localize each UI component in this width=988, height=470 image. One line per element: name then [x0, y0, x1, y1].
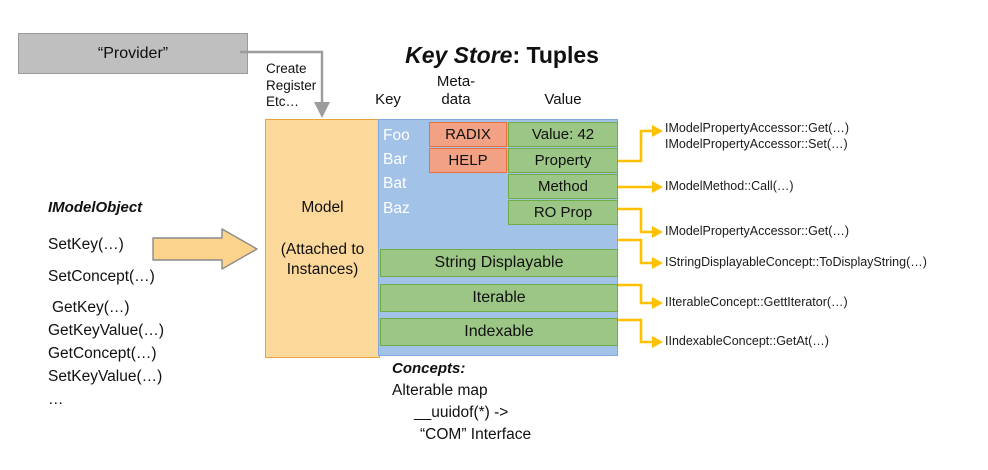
imodelobject-method: SetConcept(…): [48, 268, 155, 285]
concept-bar: Iterable: [380, 284, 618, 312]
imodelobject-method: GetKeyValue(…): [48, 322, 165, 339]
page-title-rest: : Tuples: [512, 42, 599, 68]
page-title-emphasis: Key Store: [405, 42, 513, 68]
annotation-text: IIndexableConcept::GetAt(…): [665, 334, 829, 348]
annotation-connector-arrow: [618, 318, 663, 348]
annotation-text: IModelMethod::Call(…): [665, 179, 794, 193]
annotation-connector-arrow: [618, 283, 663, 309]
concept-bar: String Displayable: [380, 249, 618, 277]
annotation-connector-arrow: [618, 238, 663, 269]
column-header-value: Value: [544, 91, 582, 108]
annotation-text: IStringDisplayableConcept::ToDisplayStri…: [665, 255, 927, 269]
metadata-cell: RADIX: [429, 122, 507, 147]
page-title: Key Store: Tuples: [372, 42, 632, 69]
model-label: Model: [301, 198, 344, 216]
key-cell: Bar: [383, 151, 408, 168]
imodelobject-method: GetConcept(…): [48, 345, 157, 362]
provider-box: “Provider”: [18, 33, 248, 74]
annotation-connector-arrow: [618, 207, 663, 238]
column-header-metadata: Meta-data: [436, 73, 476, 108]
provider-connector-arrow: [240, 50, 330, 118]
big-right-arrow-icon: [152, 228, 258, 270]
imodelobject-method: …: [48, 391, 64, 408]
annotation-text: IModelPropertyAccessor::Get(…)IModelProp…: [665, 121, 850, 151]
value-cell: Value: 42: [508, 122, 618, 147]
annotation-text: IModelPropertyAccessor::Get(…): [665, 224, 850, 238]
concepts-line: Alterable map: [392, 382, 488, 399]
imodelobject-method: SetKeyValue(…): [48, 368, 163, 385]
annotation-connector-arrow: [618, 125, 663, 163]
annotation-text: IIterableConcept::GettIterator(…): [665, 295, 848, 309]
value-cell: RO Prop: [508, 200, 618, 225]
value-cell: Property: [508, 148, 618, 173]
concepts-line: “COM” Interface: [420, 426, 532, 443]
concept-bar: Indexable: [380, 318, 618, 346]
key-cell: Baz: [383, 200, 410, 217]
imodelobject-method: GetKey(…): [52, 299, 130, 316]
metadata-cell: HELP: [429, 148, 507, 173]
value-cell: Method: [508, 174, 618, 199]
provider-label: “Provider”: [97, 44, 169, 62]
concepts-line: __uuidof(*) ->: [414, 404, 509, 421]
key-cell: Foo: [383, 127, 410, 144]
key-cell: Bat: [383, 175, 407, 192]
imodelobject-method: SetKey(…): [48, 236, 124, 253]
concepts-title: Concepts:: [392, 360, 466, 377]
column-header-key: Key: [375, 91, 401, 108]
annotation-connector-arrow: [618, 181, 663, 193]
imodelobject-title: IModelObject: [48, 199, 143, 216]
